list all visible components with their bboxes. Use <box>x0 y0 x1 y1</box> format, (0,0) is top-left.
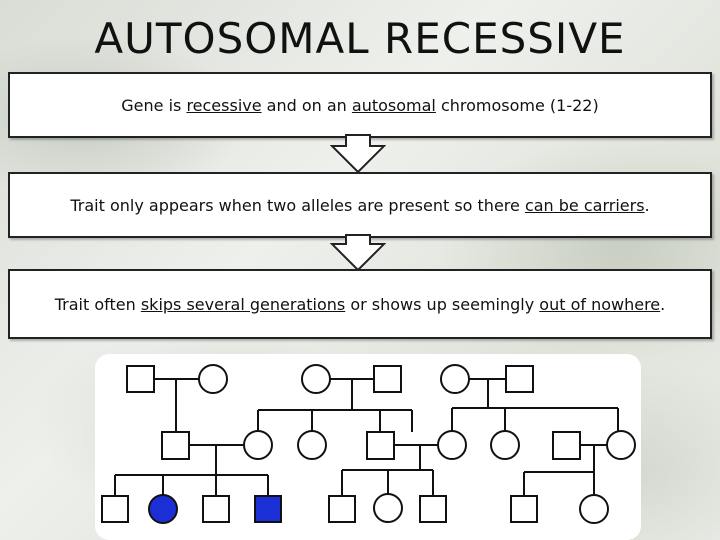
generation-2-female-1 <box>243 430 273 460</box>
generation-2-female-5 <box>606 430 636 460</box>
generation-3-male-1 <box>101 495 129 523</box>
generation-1-male-1 <box>126 365 155 393</box>
out-of-nowhere-underlined: out of nowhere <box>539 294 661 314</box>
generation-2-female-4 <box>490 430 520 460</box>
gene-text-part: chromosome (1-22) <box>435 96 599 115</box>
down-arrow-icon <box>330 234 386 272</box>
generation-3-male-4 <box>254 495 282 523</box>
generation-1-female-3 <box>440 364 470 394</box>
generation-1 <box>126 364 534 394</box>
generation-3-female-4 <box>579 494 609 524</box>
pedigree-svg <box>101 364 636 524</box>
carrier-text-part: . <box>644 195 650 215</box>
generation-3-male-2 <box>202 495 230 523</box>
generation-2-female-2 <box>297 430 327 460</box>
generation-1-male-2 <box>373 365 402 393</box>
skips-generations-box: Trait often skips several generations or… <box>8 269 712 339</box>
descent-lines-2 <box>114 445 595 496</box>
gene-text-part: and on an <box>261 96 352 115</box>
slide-title: AUTOSOMAL RECESSIVE <box>94 14 626 63</box>
recessive-underlined: recessive <box>186 96 262 115</box>
generation-3-female-3 <box>373 493 403 523</box>
carriers-underlined: can be carriers <box>524 195 645 215</box>
generation-1-female-2 <box>301 364 331 394</box>
generation-3 <box>101 493 609 524</box>
generation-2-male-2 <box>366 431 395 460</box>
carrier-text-part: Trait only appears when two alleles are … <box>70 195 525 215</box>
generation-1-male-3 <box>505 365 534 393</box>
generation-2 <box>161 430 636 460</box>
generation-2-male-1 <box>161 431 190 460</box>
generation-3-female-2 <box>148 494 178 524</box>
pedigree-chart <box>95 354 641 540</box>
generation-3-male-6 <box>419 495 447 523</box>
skips-generations-text: Trait often skips several generations or… <box>55 295 666 314</box>
gene-description-text: Gene is recessive and on an autosomal ch… <box>121 96 598 115</box>
descent-lines-1 <box>175 379 619 435</box>
skip-text-part: Trait often <box>54 294 141 314</box>
autosomal-underlined: autosomal <box>351 96 436 115</box>
generation-1-female-1 <box>198 364 228 394</box>
trait-carriers-box: Trait only appears when two alleles are … <box>8 172 712 238</box>
generation-3-male-7 <box>510 495 538 523</box>
skip-text-part: or shows up seemingly <box>345 294 540 314</box>
skip-text-part: . <box>660 294 666 314</box>
gene-description-box: Gene is recessive and on an autosomal ch… <box>8 72 712 138</box>
generation-3-male-5 <box>328 495 356 523</box>
trait-carriers-text: Trait only appears when two alleles are … <box>70 196 649 215</box>
down-arrow-icon <box>330 134 386 174</box>
generation-2-male-3 <box>552 431 581 460</box>
generation-2-female-3 <box>437 430 467 460</box>
gene-text-part: Gene is <box>121 96 187 115</box>
skips-generations-underlined: skips several generations <box>140 294 346 314</box>
